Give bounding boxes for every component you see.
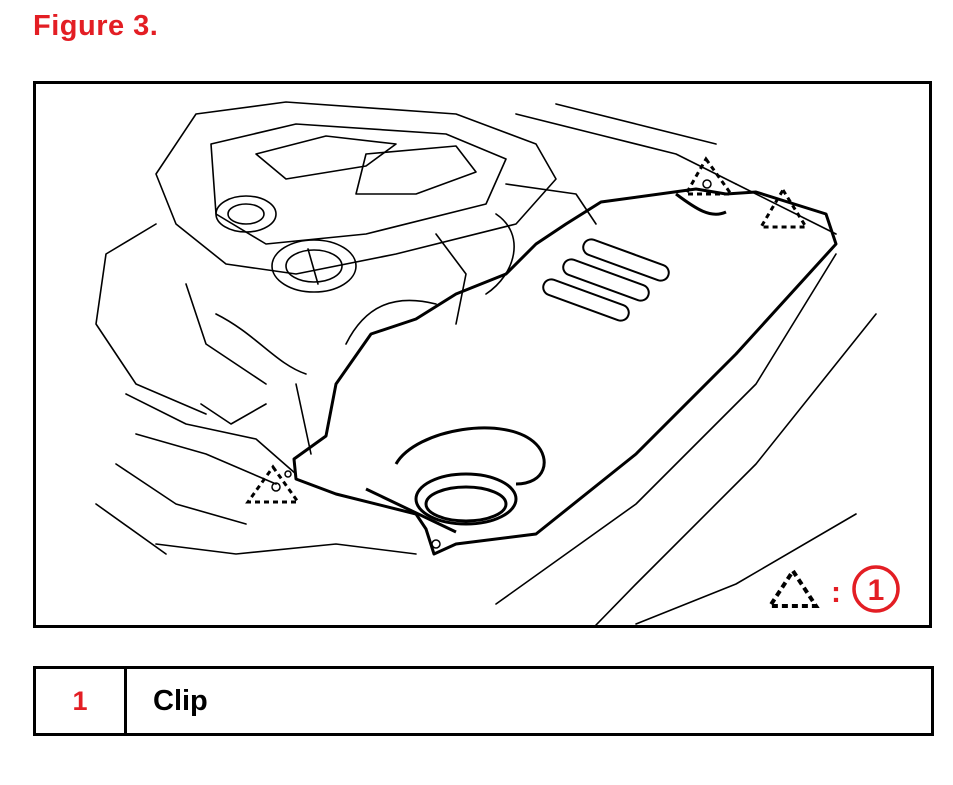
figure-title: Figure 3. [33,10,159,42]
circled-number-icon [852,565,900,613]
callout-separator: : [831,576,841,609]
engine-cover-diagram: : 1 [33,81,932,628]
legend-table: 1 Clip [33,666,934,736]
callout-key: : 1 [766,565,900,613]
legend-row-label: Clip [153,684,208,717]
cover-oil-cap-opening [414,472,518,526]
engine-outline [155,101,557,275]
diagram-drawing: : 1 [95,101,900,625]
clip-marker-icon [245,156,809,504]
callout-number: 1 [868,574,885,607]
engine-cover-panel [292,187,838,556]
dashed-triangle-clip-icon [766,567,820,608]
legend-row-number: 1 [36,669,127,733]
